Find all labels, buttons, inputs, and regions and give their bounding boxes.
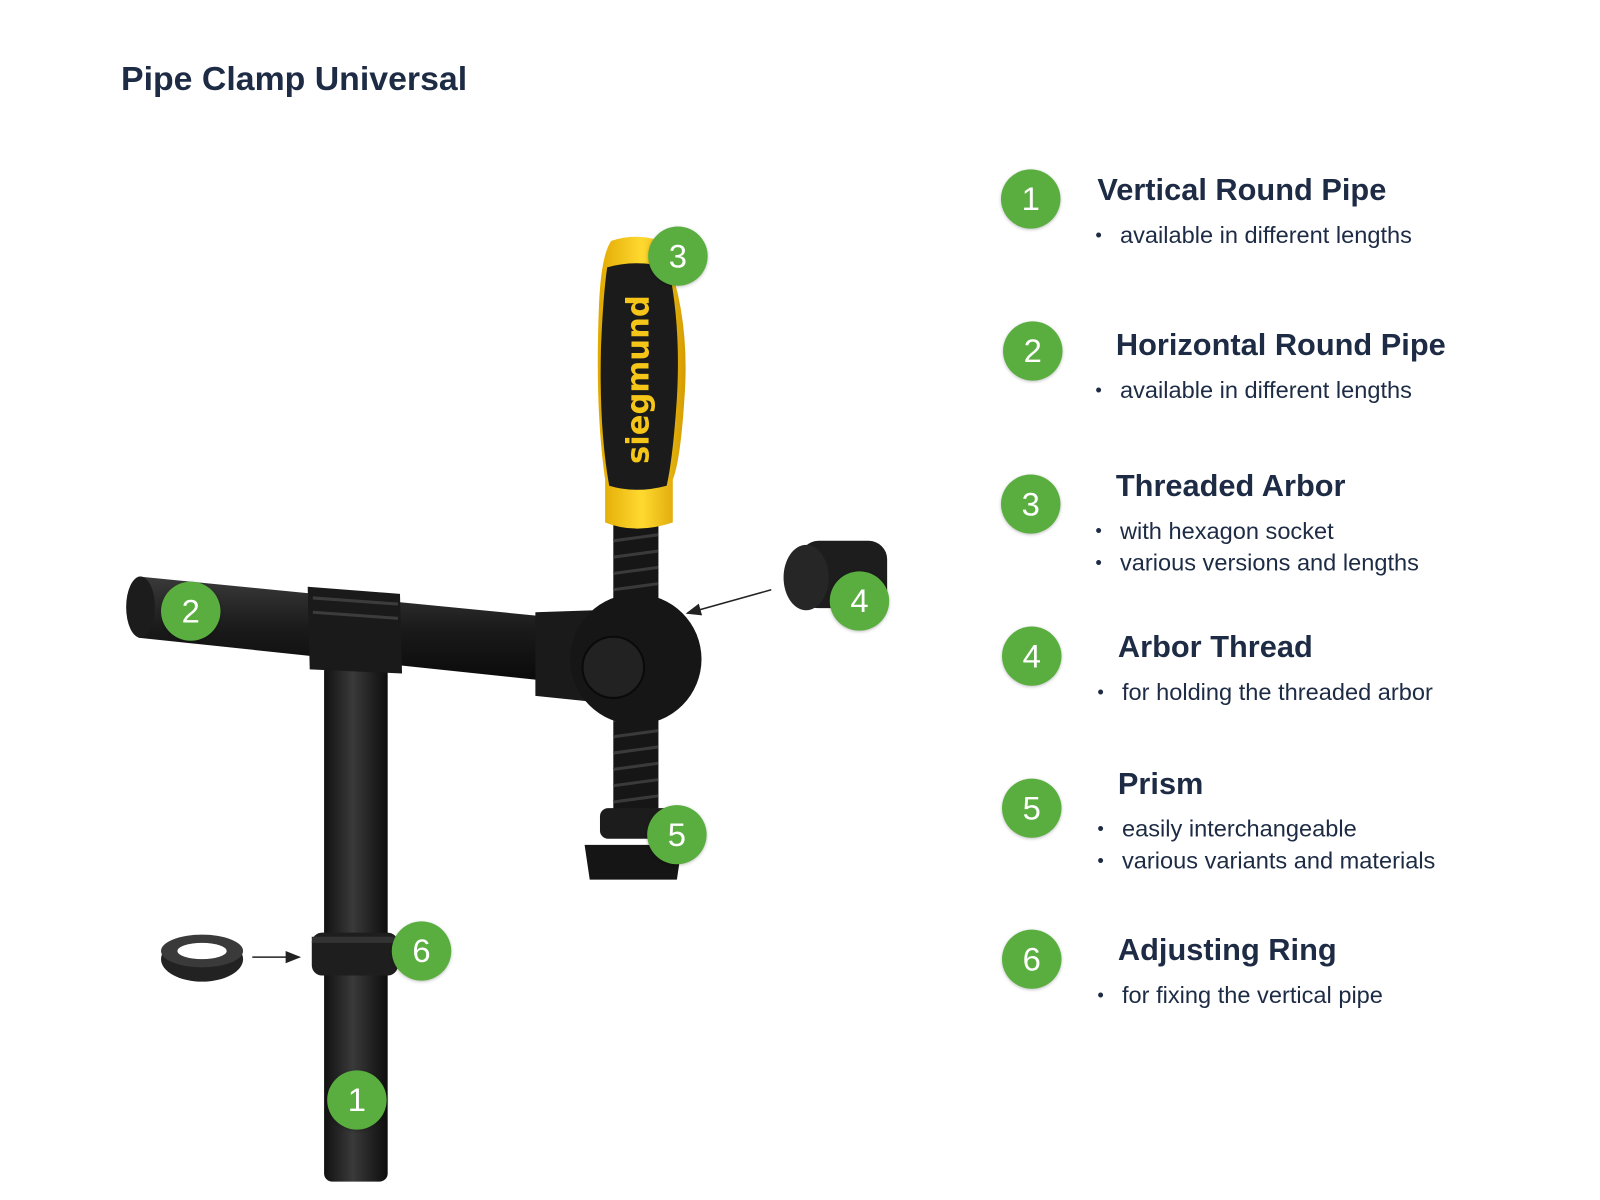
legend-badge: 4 bbox=[1002, 626, 1062, 686]
callout-badge-4: 4 bbox=[829, 571, 890, 631]
part-title: Threaded Arbor bbox=[1115, 469, 1346, 504]
part-title: Adjusting Ring bbox=[1117, 933, 1337, 968]
legend-badge: 6 bbox=[1002, 929, 1062, 989]
legend-badge: 5 bbox=[1002, 778, 1062, 838]
part-title: Horizontal Round Pipe bbox=[1115, 328, 1446, 363]
part-title: Arbor Thread bbox=[1117, 630, 1313, 665]
arrow-arbor-thread bbox=[685, 589, 772, 616]
bullet: available in different lengths bbox=[1095, 374, 1412, 406]
callout-badge-2: 2 bbox=[161, 581, 221, 641]
part-title: Vertical Round Pipe bbox=[1097, 173, 1387, 208]
horizontal-round-pipe bbox=[126, 576, 554, 682]
bullet-list: for holding the threaded arbor bbox=[1097, 677, 1432, 709]
bullet-list: for fixing the vertical pipe bbox=[1097, 980, 1383, 1012]
bullet-list: available in different lengths bbox=[1095, 219, 1412, 251]
bullet: easily interchangeable bbox=[1097, 813, 1435, 845]
legend-badge: 2 bbox=[1003, 321, 1063, 381]
bullet: available in different lengths bbox=[1095, 219, 1412, 251]
legend-badge: 3 bbox=[1000, 474, 1061, 534]
threaded-arbor: siegmund bbox=[597, 236, 686, 817]
bullet: various variants and materials bbox=[1097, 845, 1435, 877]
bullet-list: available in different lengths bbox=[1095, 374, 1412, 406]
bullet: various versions and lengths bbox=[1095, 547, 1419, 579]
callout-badge-6: 6 bbox=[391, 921, 452, 981]
bullet: for fixing the vertical pipe bbox=[1097, 980, 1383, 1012]
part-title: Prism bbox=[1117, 767, 1204, 802]
vertical-round-pipe bbox=[324, 663, 388, 1182]
loose-adjusting-ring bbox=[161, 934, 244, 982]
callout-badge-1: 1 bbox=[327, 1070, 387, 1130]
adjusting-ring bbox=[311, 932, 398, 976]
callout-badge-3: 3 bbox=[648, 226, 708, 286]
bullet: for holding the threaded arbor bbox=[1097, 677, 1432, 709]
bullet: with hexagon socket bbox=[1095, 515, 1419, 547]
callout-badge-5: 5 bbox=[647, 805, 707, 865]
legend-badge: 1 bbox=[1000, 169, 1061, 229]
brand-logo: siegmund bbox=[621, 295, 656, 464]
arbor-thread-housing bbox=[535, 593, 702, 725]
bullet-list: easily interchangeablevarious variants a… bbox=[1097, 813, 1435, 876]
page-title: Pipe Clamp Universal bbox=[121, 59, 468, 97]
bullet-list: with hexagon socketvarious versions and … bbox=[1095, 515, 1419, 578]
